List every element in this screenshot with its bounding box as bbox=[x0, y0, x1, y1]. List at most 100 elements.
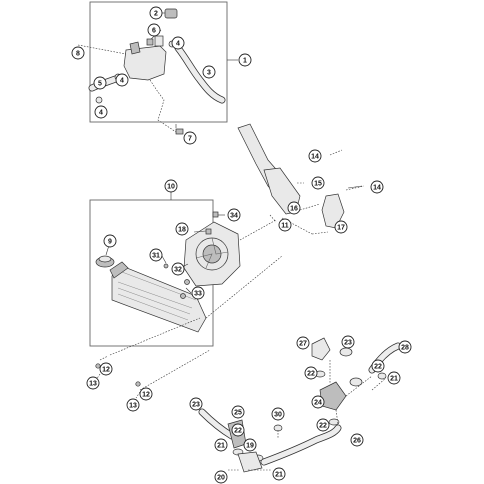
connector-19 bbox=[237, 451, 263, 473]
tank-body bbox=[123, 45, 167, 81]
leader-31 bbox=[161, 255, 167, 264]
callout-26: 26 bbox=[350, 433, 364, 447]
callout-21-right: 21 bbox=[387, 371, 401, 385]
callout-number: 32 bbox=[174, 267, 182, 274]
callout-circle bbox=[231, 423, 245, 437]
callout-circle bbox=[238, 53, 252, 67]
callout-28: 28 bbox=[398, 340, 412, 354]
callout-circle bbox=[214, 438, 228, 452]
callout-circle bbox=[183, 131, 197, 145]
callout-circle bbox=[287, 201, 301, 215]
callout-number: 20 bbox=[217, 475, 225, 482]
callout-number: 12 bbox=[102, 367, 110, 374]
callout-number: 21 bbox=[275, 472, 283, 479]
thermostat-24 bbox=[319, 381, 347, 411]
callout-15: 15 bbox=[311, 176, 325, 190]
callout-circle bbox=[94, 105, 108, 119]
callout-23-right: 23 bbox=[341, 335, 355, 349]
callout-circle bbox=[115, 73, 129, 87]
callout-5: 5 bbox=[93, 76, 107, 90]
callout-14-right: 14 bbox=[370, 180, 384, 194]
leader-11 bbox=[281, 217, 313, 235]
radiator-brackets bbox=[237, 123, 365, 235]
callout-number: 13 bbox=[129, 403, 137, 410]
leader-33 bbox=[185, 287, 192, 294]
callout-circle bbox=[311, 395, 325, 409]
callout-number: 4 bbox=[120, 78, 124, 85]
callout-circle bbox=[308, 149, 322, 163]
callout-24: 24 bbox=[311, 395, 325, 409]
callout-number: 1 bbox=[243, 58, 247, 65]
callout-number: 21 bbox=[390, 376, 398, 383]
nut-34 bbox=[212, 211, 219, 218]
callout-number: 28 bbox=[401, 345, 409, 352]
callout-circle bbox=[171, 262, 185, 276]
callout-9: 9 bbox=[103, 234, 117, 248]
callout-number: 22 bbox=[319, 423, 327, 430]
callout-circle bbox=[371, 359, 385, 373]
tank-fitting bbox=[154, 35, 164, 47]
callout-32: 32 bbox=[171, 262, 185, 276]
callout-8: 8 bbox=[71, 46, 85, 60]
callout-circle bbox=[370, 180, 384, 194]
expansion-tank-group-box bbox=[89, 1, 228, 123]
callout-7: 7 bbox=[183, 131, 197, 145]
callout-number: 4 bbox=[99, 110, 103, 117]
callout-number: 33 bbox=[194, 291, 202, 298]
expansion-tank-parts bbox=[77, 8, 226, 135]
callout-number: 3 bbox=[207, 70, 211, 77]
callout-circle bbox=[149, 6, 163, 20]
fitting-6 bbox=[146, 38, 154, 46]
clamp-23 bbox=[339, 347, 353, 357]
callout-number: 4 bbox=[176, 41, 180, 48]
callout-circle bbox=[304, 366, 318, 380]
callout-number: 8 bbox=[76, 51, 80, 58]
callout-circle bbox=[202, 65, 216, 79]
callout-33: 33 bbox=[191, 286, 205, 300]
callout-number: 14 bbox=[373, 185, 381, 192]
leader-7 bbox=[149, 79, 177, 133]
bolt-33 bbox=[184, 279, 190, 285]
callout-number: 15 bbox=[314, 181, 322, 188]
callout-4-mid: 4 bbox=[115, 73, 129, 87]
callout-circle bbox=[71, 46, 85, 60]
callout-circle bbox=[171, 36, 185, 50]
callout-circle bbox=[189, 397, 203, 411]
callout-circle bbox=[214, 470, 228, 484]
callout-20: 20 bbox=[214, 470, 228, 484]
leader-12a bbox=[109, 317, 201, 356]
callout-4-top: 4 bbox=[171, 36, 185, 50]
callout-circle bbox=[231, 405, 245, 419]
callout-25: 25 bbox=[231, 405, 245, 419]
callout-number: 13 bbox=[89, 381, 97, 388]
screw-31 bbox=[163, 263, 169, 269]
callout-17: 17 bbox=[334, 220, 348, 234]
screw-18 bbox=[205, 228, 212, 235]
callout-22-d: 22 bbox=[231, 423, 245, 437]
callout-circle bbox=[227, 208, 241, 222]
callout-circle bbox=[86, 376, 100, 390]
callout-number: 14 bbox=[311, 154, 319, 161]
callout-number: 9 bbox=[108, 239, 112, 246]
callout-circle bbox=[191, 286, 205, 300]
callout-circle bbox=[387, 371, 401, 385]
callout-16: 16 bbox=[287, 201, 301, 215]
callout-circle bbox=[316, 418, 330, 432]
leader-18 bbox=[193, 230, 207, 233]
callout-number: 19 bbox=[246, 443, 254, 450]
callout-number: 25 bbox=[234, 410, 242, 417]
callout-21-bottom: 21 bbox=[272, 467, 286, 481]
callout-22-c: 22 bbox=[316, 418, 330, 432]
screw-7 bbox=[175, 128, 184, 135]
callout-number: 7 bbox=[188, 136, 192, 143]
callout-number: 30 bbox=[274, 412, 282, 419]
callout-31: 31 bbox=[149, 248, 163, 262]
callout-circle bbox=[350, 433, 364, 447]
callout-4-low: 4 bbox=[94, 105, 108, 119]
callout-circle bbox=[243, 438, 257, 452]
callout-12-a: 12 bbox=[99, 362, 113, 376]
callout-18: 18 bbox=[175, 222, 189, 236]
callout-number: 34 bbox=[230, 213, 238, 220]
elbow-27 bbox=[311, 337, 331, 361]
